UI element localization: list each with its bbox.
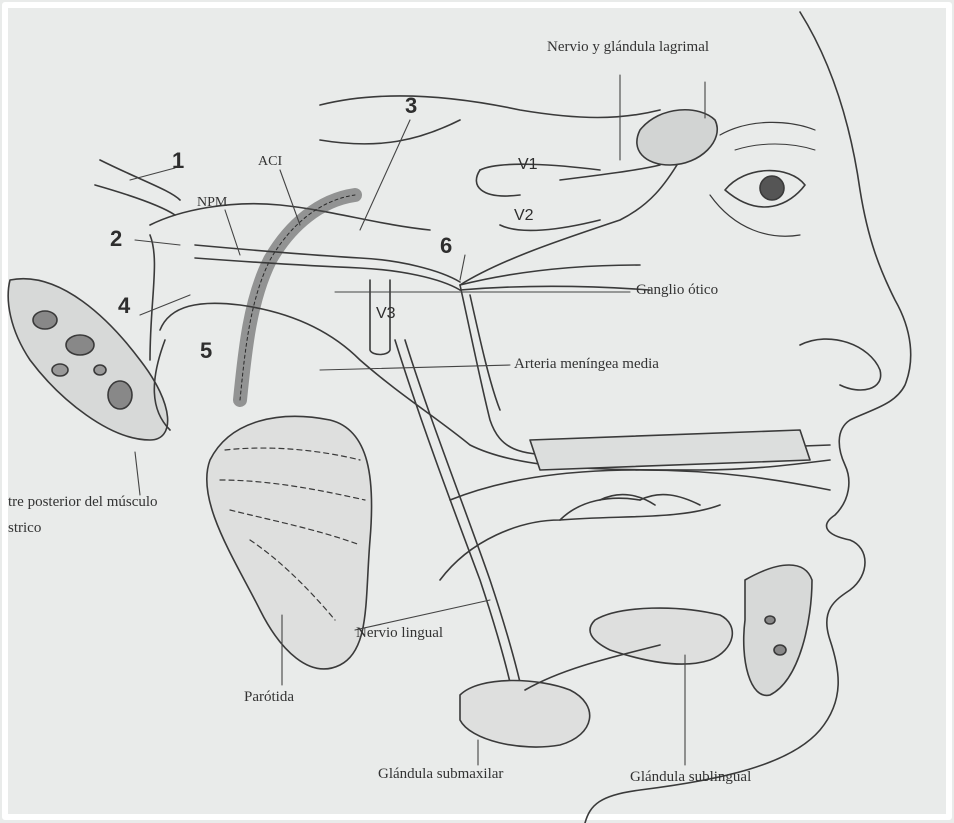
callout-2: 2 (110, 228, 122, 250)
label-lacrimal: Nervio y glándula lagrimal (547, 40, 709, 55)
face-profile (585, 12, 911, 823)
callout-6: 6 (440, 235, 452, 257)
callout-1: 1 (172, 150, 184, 172)
label-parotid: Parótida (244, 690, 294, 705)
label-middle-meningeal: Arteria meníngea media (514, 357, 659, 372)
callout-4: 4 (118, 295, 130, 317)
label-digastric-line2: strico (8, 521, 41, 536)
branch-v3: V3 (376, 306, 396, 322)
eyebrow (720, 122, 815, 135)
label-otic-ganglion: Ganglio ótico (636, 283, 718, 298)
label-lingual-nerve: Nervio lingual (356, 626, 443, 641)
parotid-gland (207, 416, 372, 669)
sublingual-gland (590, 608, 732, 664)
nostril (800, 339, 881, 390)
label-npm: NPM (197, 196, 227, 210)
callout-5: 5 (200, 340, 212, 362)
eye-pupil (760, 176, 784, 200)
tongue (450, 470, 830, 500)
label-submaxillary: Glándula submaxilar (378, 767, 503, 782)
callout-3: 3 (405, 95, 417, 117)
branch-v1: V1 (518, 157, 538, 173)
label-digastric-line1: tre posterior del músculo (8, 495, 158, 510)
branch-v2: V2 (514, 208, 534, 224)
label-aci: ACI (258, 155, 282, 169)
skull-base (320, 96, 660, 118)
lingual-nerve (395, 340, 515, 705)
label-sublingual: Glándula sublingual (630, 770, 751, 785)
leader-lines (130, 75, 705, 765)
mandible (744, 565, 812, 695)
temporal-bone (8, 279, 167, 440)
